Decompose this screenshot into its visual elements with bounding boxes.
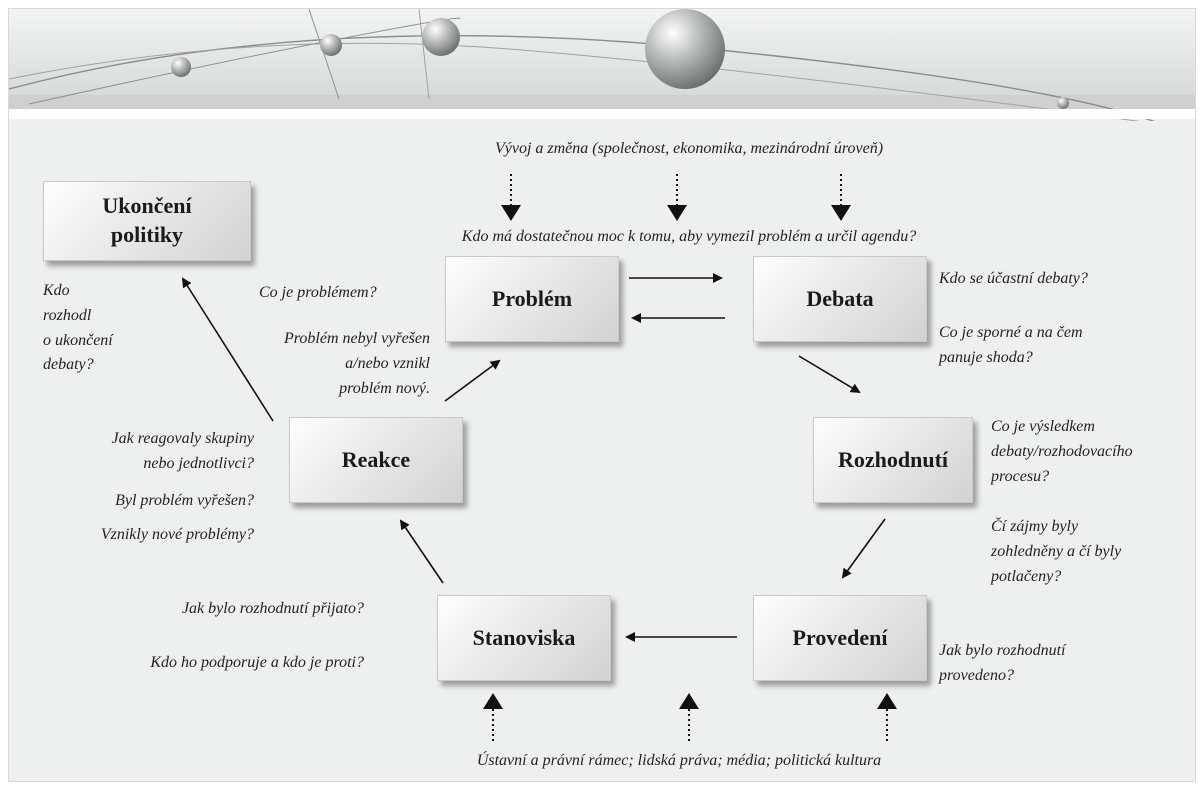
question-reakce-2: Byl problém vyřešen? bbox=[115, 492, 254, 509]
bottom-context-arrows bbox=[483, 693, 897, 741]
box-provedeni: Provedení bbox=[753, 595, 927, 681]
arrow-debata-to-rozhodnuti bbox=[798, 355, 861, 394]
question-provedeni: Jak bylo rozhodnutí provedeno? bbox=[939, 642, 1066, 684]
box-stanoviska: Stanoviska bbox=[437, 595, 611, 681]
decorative-banner bbox=[9, 9, 1195, 121]
question-reakce-1: Jak reagovaly skupiny nebo jednotlivci? bbox=[111, 430, 254, 472]
question-problem: Co je problémem? bbox=[259, 284, 377, 301]
arrow-rozhodnuti-to-provedeni bbox=[841, 518, 886, 579]
box-debata: Debata bbox=[753, 256, 927, 342]
top-context-text: Vývoj a změna (společnost, ekonomika, me… bbox=[494, 140, 884, 157]
top-context-arrows bbox=[501, 174, 851, 221]
question-ukonceni: Kdo rozhodl o ukončení debaty? bbox=[43, 282, 113, 374]
bottom-context-text: Ústavní a právní rámec; lidská práva; mé… bbox=[476, 752, 882, 769]
arrow-stanoviska-to-reakce bbox=[399, 519, 444, 584]
question-rozhodnuti-1: Co je výsledkem debaty/rozhodovacího pro… bbox=[991, 418, 1133, 485]
arrow-reakce-to-ukonceni bbox=[181, 277, 274, 422]
question-stanoviska-2: Kdo ho podporuje a kdo je proti? bbox=[150, 654, 364, 671]
question-debata-1: Kdo se účastní debaty? bbox=[939, 270, 1088, 287]
question-rozhodnuti-2: Čí zájmy byly zohledněny a čí byly potla… bbox=[991, 518, 1122, 585]
question-reakce-to-problem: Problém nebyl vyřešen a/nebo vznikl prob… bbox=[283, 330, 430, 397]
question-reakce-3: Vznikly nové problémy? bbox=[100, 526, 254, 543]
box-rozhodnuti: Rozhodnutí bbox=[813, 417, 973, 503]
question-debata-2: Co je sporné a na čem panuje shoda? bbox=[939, 324, 1083, 366]
diagram-page: Vývoj a změna (společnost, ekonomika, me… bbox=[8, 8, 1196, 782]
flow-arrows bbox=[181, 174, 897, 741]
arrow-reakce-to-problem bbox=[444, 359, 501, 402]
box-ukonceni-politiky: Ukončení politiky bbox=[43, 181, 251, 261]
box-reakce: Reakce bbox=[289, 417, 463, 503]
box-problem: Problém bbox=[445, 256, 619, 342]
agenda-question: Kdo má dostatečnou moc k tomu, aby vymez… bbox=[461, 228, 917, 245]
question-stanoviska-1: Jak bylo rozhodnutí přijato? bbox=[181, 600, 364, 617]
